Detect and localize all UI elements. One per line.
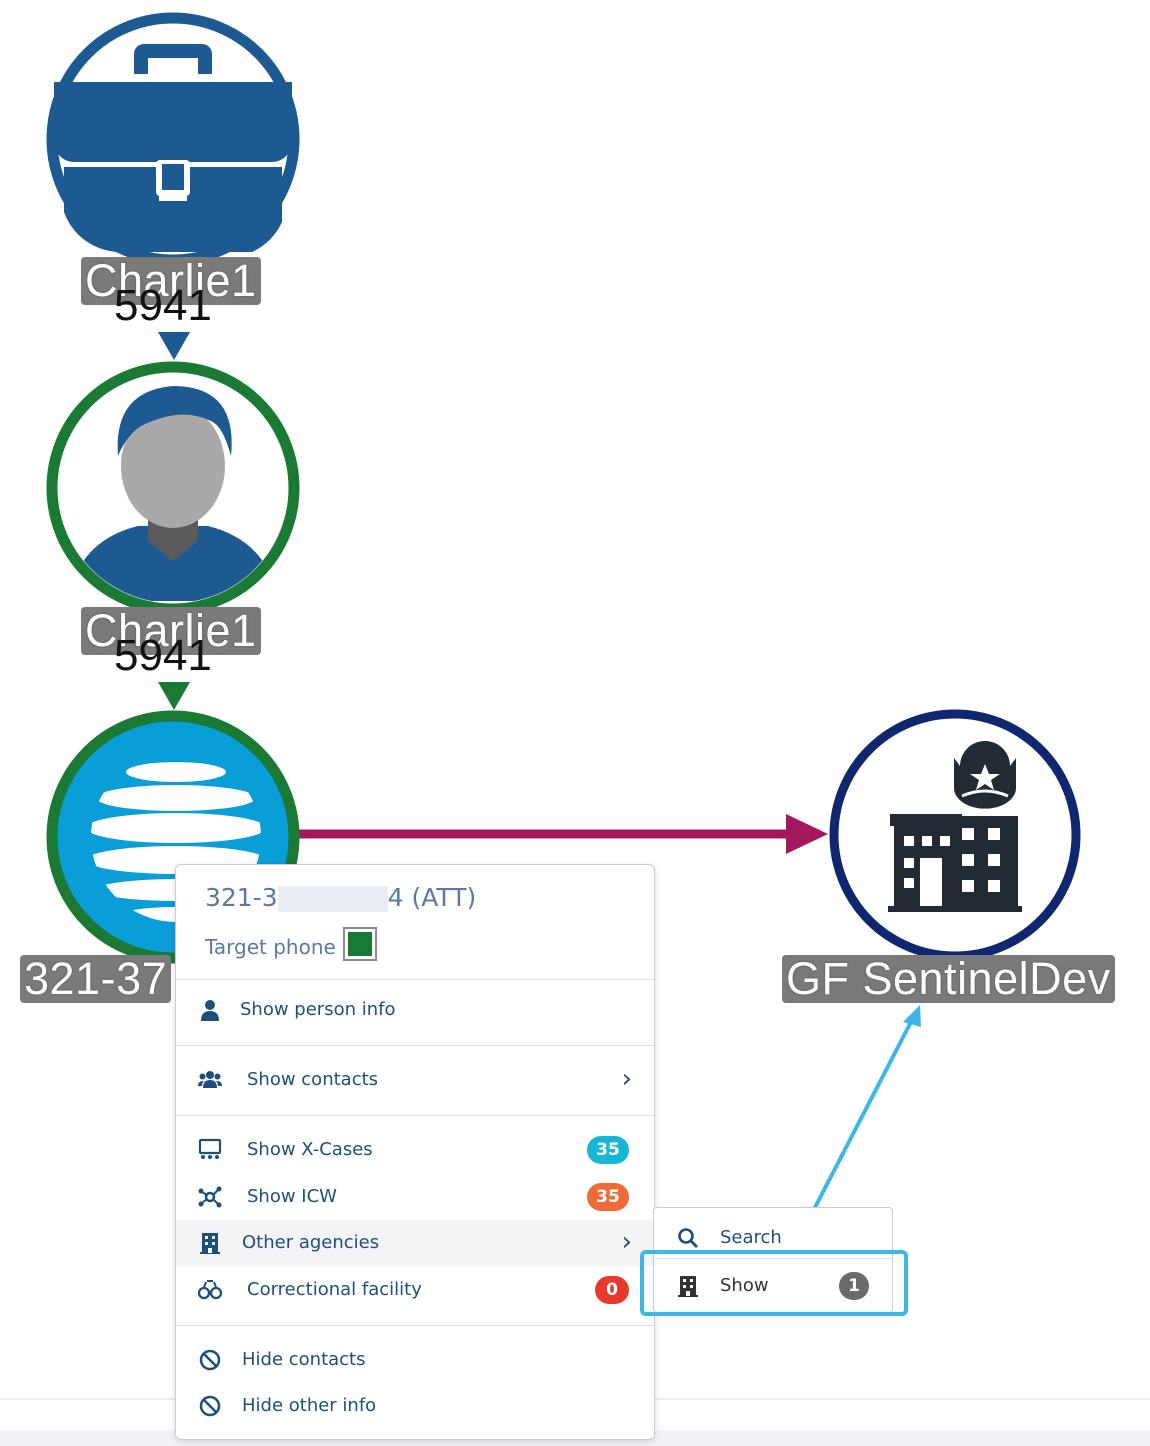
- handcuffs-icon: [198, 1280, 222, 1300]
- menu-item-label: Show X-Cases: [247, 1139, 373, 1160]
- agency-node-label: GF SentinelDev: [782, 955, 1115, 1003]
- callout-arrowhead: [903, 1005, 921, 1027]
- menu-divider: [176, 1115, 654, 1116]
- person-node-label: Charlie1: [81, 607, 261, 655]
- ban-icon: [199, 1349, 221, 1371]
- edge-case-person-arrow: [158, 332, 190, 360]
- briefcase-icon: [54, 44, 292, 253]
- phone-number-suffix: 4 (ATT): [387, 883, 477, 912]
- building-icon: [678, 1276, 698, 1297]
- ban-icon: [199, 1395, 221, 1417]
- context-menu: 321-3 4 (ATT) Target phone Show person in…: [175, 864, 655, 1440]
- submenu-divider: [654, 1258, 892, 1259]
- person-node[interactable]: [46, 361, 300, 615]
- case-node-label: Charlie1: [81, 257, 261, 305]
- phone-node-label: 321-37: [20, 955, 172, 1003]
- menu-item-label: Other agencies: [242, 1232, 380, 1253]
- menu-item-label: Hide contacts: [242, 1349, 366, 1370]
- context-menu-subtitle: Target phone: [205, 935, 336, 959]
- correctional-count-badge: 0: [595, 1276, 629, 1304]
- menu-item-show-person-info[interactable]: Show person info: [176, 987, 654, 1033]
- case-node[interactable]: [46, 12, 300, 266]
- search-icon: [678, 1228, 698, 1248]
- menu-item-label: Correctional facility: [247, 1279, 422, 1300]
- target-color-swatch: [343, 927, 377, 961]
- x-cases-icon: [198, 1138, 222, 1159]
- redacted-block: [277, 886, 388, 912]
- network-icon: [198, 1186, 222, 1208]
- case-node-sublabel: 5941: [114, 281, 212, 330]
- menu-divider: [176, 1325, 654, 1326]
- menu-item-label: Show contacts: [247, 1069, 379, 1090]
- submenu-item-show[interactable]: Show 1: [654, 1263, 892, 1309]
- submenu-item-label: Search: [720, 1227, 782, 1248]
- menu-item-show-x-cases[interactable]: Show X-Cases 35: [176, 1127, 654, 1173]
- menu-item-hide-other-info[interactable]: Hide other info: [176, 1383, 654, 1429]
- person-icon: [201, 1000, 219, 1021]
- edge-phone-agency-arrow: [786, 814, 828, 854]
- menu-item-show-contacts[interactable]: Show contacts ›: [176, 1057, 654, 1103]
- menu-item-other-agencies[interactable]: Other agencies ›: [176, 1220, 654, 1266]
- context-menu-title: 321-3 4 (ATT): [205, 883, 476, 912]
- person-node-sublabel: 5941: [114, 631, 212, 680]
- menu-item-hide-contacts[interactable]: Hide contacts: [176, 1337, 654, 1383]
- menu-item-show-icw[interactable]: Show ICW 35: [176, 1174, 654, 1220]
- menu-divider: [176, 1045, 654, 1046]
- menu-item-label: Show person info: [240, 999, 396, 1020]
- edge-person-phone-arrow: [158, 682, 190, 710]
- building-icon: [200, 1233, 220, 1254]
- menu-item-label: Hide other info: [242, 1395, 377, 1416]
- submenu-item-search[interactable]: Search: [654, 1215, 892, 1261]
- phone-number-prefix: 321-3: [205, 883, 278, 912]
- other-agencies-submenu: Search Show 1: [653, 1207, 893, 1313]
- police-building-icon: [888, 741, 1022, 912]
- x-cases-count-badge: 35: [587, 1136, 629, 1164]
- users-icon: [198, 1071, 222, 1088]
- menu-item-correctional-facility[interactable]: Correctional facility 0: [176, 1267, 654, 1313]
- icw-count-badge: 35: [587, 1183, 629, 1211]
- menu-item-label: Show ICW: [247, 1186, 337, 1207]
- submenu-item-label: Show: [720, 1275, 769, 1296]
- chevron-right-icon: ›: [621, 1227, 632, 1257]
- highlight-box: [640, 1250, 908, 1316]
- chevron-right-icon: ›: [621, 1064, 632, 1094]
- context-menu-header: 321-3 4 (ATT) Target phone: [176, 865, 654, 980]
- person-avatar-icon: [68, 386, 278, 601]
- show-count-badge: 1: [839, 1272, 869, 1300]
- agency-node[interactable]: [828, 708, 1082, 962]
